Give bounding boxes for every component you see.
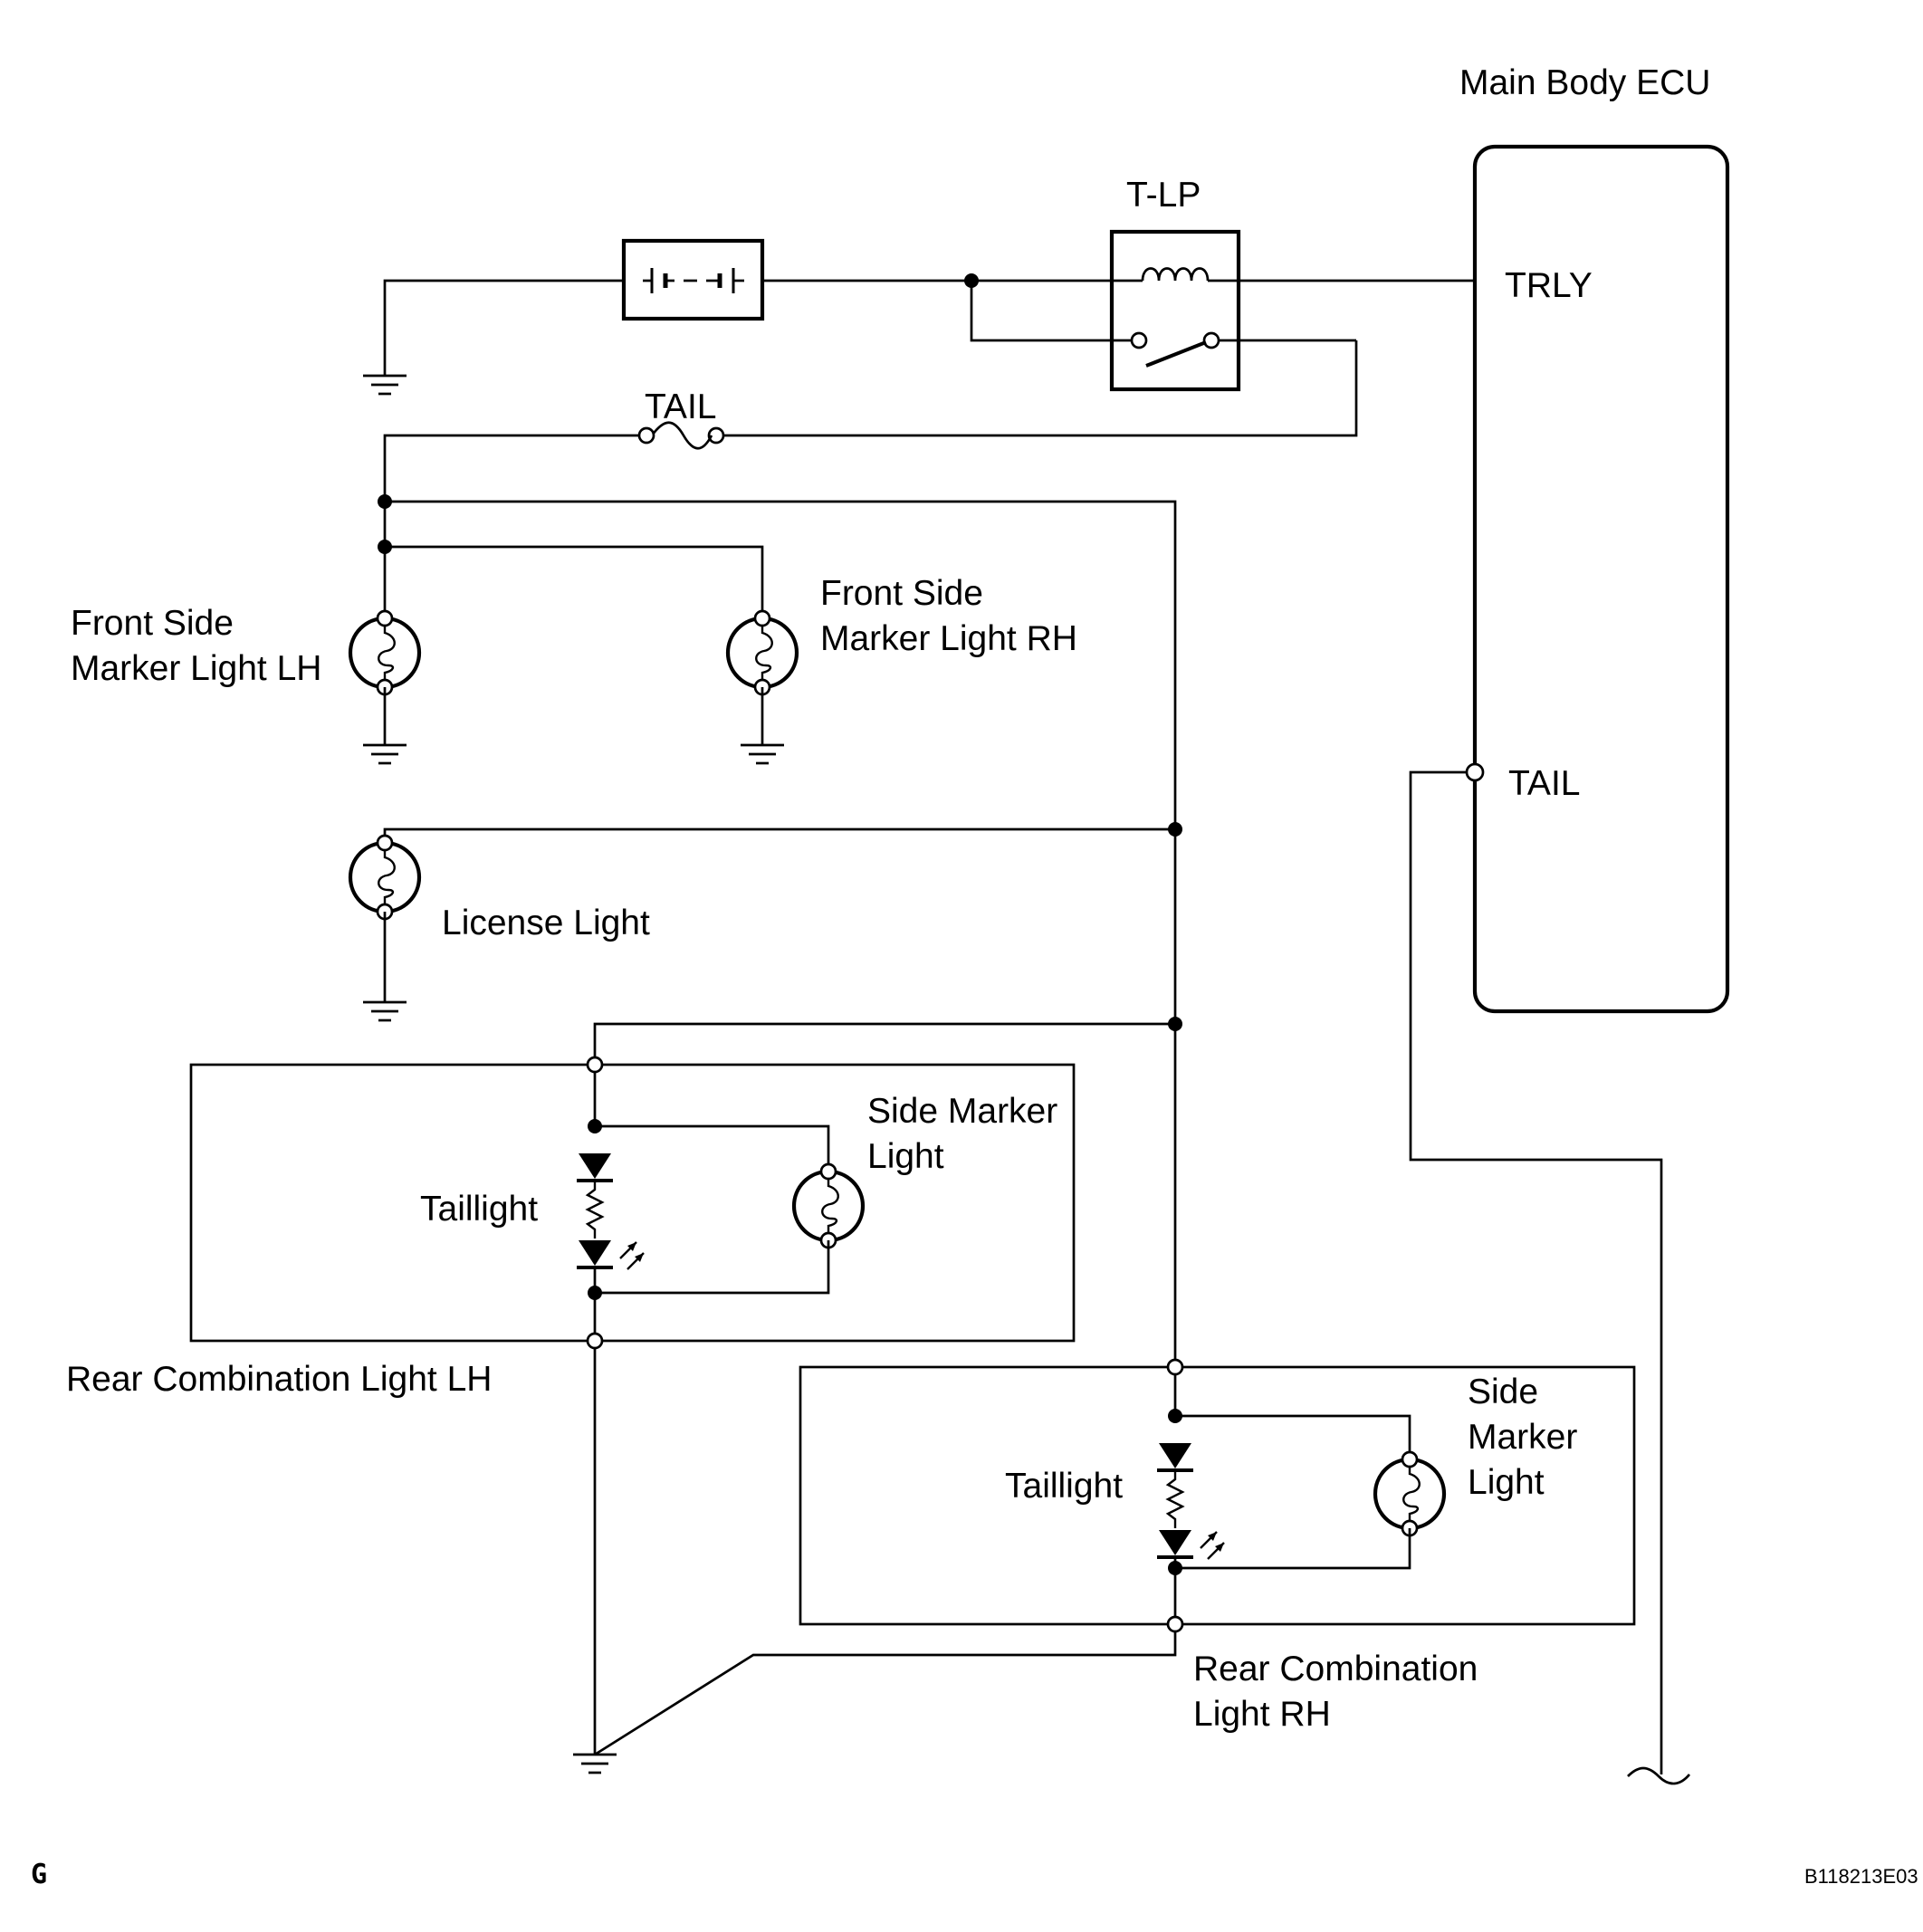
rear-rh-taillight-label: Taillight	[1005, 1467, 1123, 1506]
battery-feed	[361, 238, 1134, 396]
front-lh-label-2: Marker Light LH	[71, 649, 321, 688]
front-rh-label-2: Marker Light RH	[820, 619, 1077, 658]
license-label: License Light	[442, 904, 650, 942]
front-side-marker-lh: Front Side Marker Light LH	[71, 604, 419, 765]
relay-label: T-LP	[1126, 176, 1201, 215]
ecu-pin-trly: TRLY	[1505, 266, 1593, 305]
license-light: License Light	[350, 822, 1182, 1022]
figure-code: B118213E03	[1804, 1865, 1918, 1888]
rear-rh-side-marker-label-1: Side	[1468, 1372, 1538, 1411]
rear-rh-side-marker-label-3: Light	[1468, 1463, 1545, 1502]
front-lh-label-1: Front Side	[71, 604, 234, 643]
relay-t-lp: T-LP	[1109, 176, 1475, 392]
rear-lh-side-marker-label-2: Light	[867, 1137, 944, 1176]
rear-combination-light-rh: Taillight Side Marker Light Rear Combina…	[594, 1358, 1636, 1756]
rear-lh-name: Rear Combination Light LH	[66, 1360, 492, 1399]
rear-rh-side-marker-label-2: Marker	[1468, 1418, 1577, 1457]
corner-letter: G	[31, 1859, 47, 1890]
ecu-title: Main Body ECU	[1459, 63, 1710, 102]
rear-rh-name-2: Light RH	[1193, 1695, 1331, 1734]
rear-lh-side-marker-label-1: Side Marker	[867, 1092, 1057, 1131]
main-body-ecu: Main Body ECU TRLY TAIL	[1409, 63, 1730, 1785]
front-rh-label-1: Front Side	[820, 574, 983, 613]
rear-combination-light-lh: Taillight Side Marker Light Rear Combina…	[66, 1017, 1182, 1774]
front-side-marker-rh: Front Side Marker Light RH	[728, 574, 1077, 765]
distribution-wires	[378, 494, 1177, 1367]
rear-lh-taillight-label: Taillight	[420, 1190, 538, 1229]
tail-fuse: TAIL	[383, 340, 1358, 502]
ecu-pin-tail: TAIL	[1508, 764, 1580, 803]
fuse-label: TAIL	[645, 387, 716, 426]
rear-rh-name-1: Rear Combination	[1193, 1650, 1478, 1688]
